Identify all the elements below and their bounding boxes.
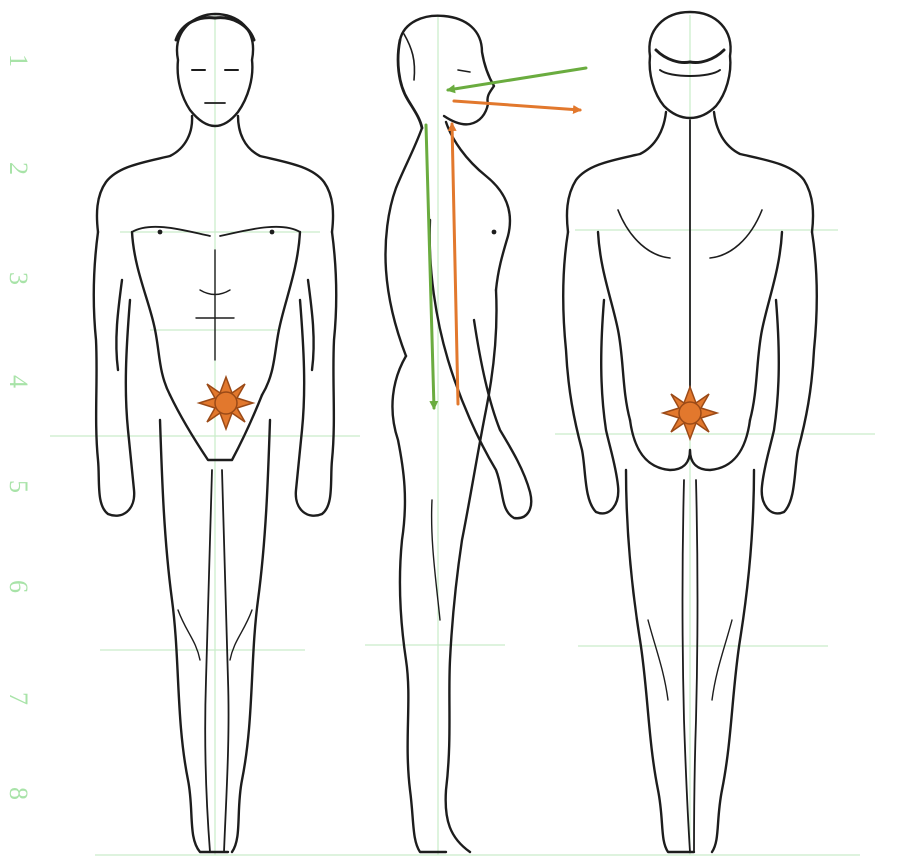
head-unit-label: 8: [4, 787, 33, 800]
arrow-orange-up: [452, 124, 458, 404]
head-unit-label: 6: [4, 580, 33, 593]
sun-marker-back: [663, 387, 717, 439]
arrow-green-down: [426, 125, 434, 408]
guide-lines: [50, 15, 875, 855]
head-unit-label: 5: [4, 480, 33, 493]
side-view-figure: [385, 16, 531, 852]
head-unit-label: 3: [4, 272, 33, 285]
head-unit-label: 1: [4, 54, 33, 67]
head-unit-labels: 1 2 3 4 5 6 7 8: [4, 54, 33, 800]
arrow-orange-right: [454, 101, 580, 110]
head-unit-label: 4: [4, 375, 33, 388]
sun-marker-front: [199, 377, 253, 429]
head-unit-label: 7: [4, 692, 33, 705]
head-unit-label: 2: [4, 162, 33, 175]
